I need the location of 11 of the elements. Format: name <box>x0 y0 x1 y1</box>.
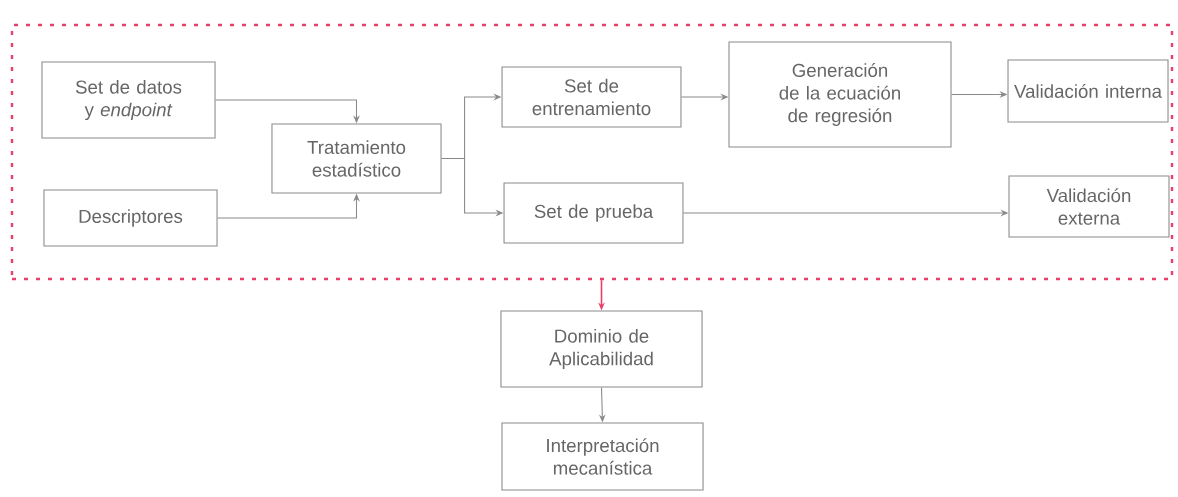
process-box: Descriptores <box>43 189 218 247</box>
process-box: Dominio de Aplicabilidad <box>500 310 703 388</box>
process-box: Tratamiento estadístico <box>271 123 442 194</box>
process-box: Set de prueba <box>503 182 684 244</box>
dotted-region <box>10 23 1174 281</box>
process-box: Set de datos y endpoint <box>41 61 216 139</box>
process-box: Validación interna <box>1007 59 1169 123</box>
process-box: Set de entrenamiento <box>501 66 682 128</box>
process-box: Generación de la ecuación de regresión <box>728 41 952 148</box>
process-box: Validación externa <box>1008 175 1170 238</box>
process-box: Interpretación mecanística <box>501 422 704 491</box>
